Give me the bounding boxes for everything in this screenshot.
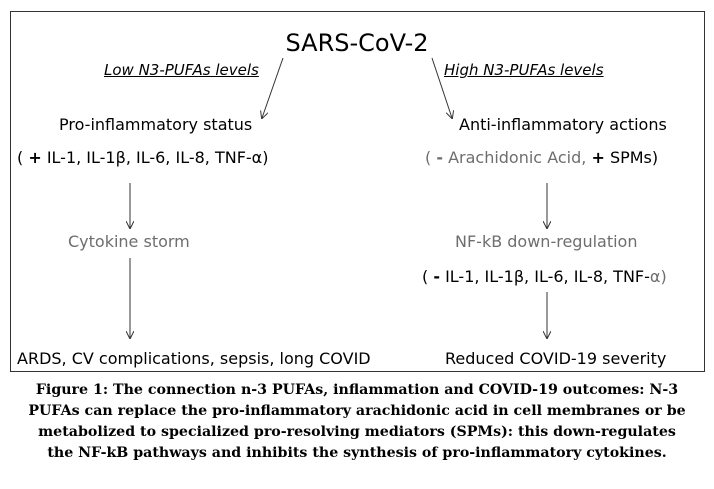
minus-sign: - [436, 148, 443, 167]
pro-inflammatory-status: Pro-inflammatory status [59, 115, 253, 134]
diagram-title: SARS-CoV-2 [285, 29, 429, 57]
cytokine-list: IL-1, IL-1β, IL-6, IL-8, TNF- [445, 267, 650, 286]
pro-inflammatory-cytokines: ( + IL-1, IL-1β, IL-6, IL-8, TNF-α) [17, 148, 269, 167]
caption-line-2: PUFAs can replace the pro-inflammatory a… [28, 403, 686, 419]
spms: SPMs [609, 148, 652, 167]
figure-caption: Figure 1: The connection n-3 PUFAs, infl… [0, 380, 714, 464]
caption-line-4: the NF-kB pathways and inhibits the synt… [47, 445, 667, 461]
minus-sign: - [433, 267, 440, 286]
caption-line-3: metabolized to specialized pro-resolving… [38, 424, 676, 440]
down-regulated-cytokines: ( - IL-1, IL-1β, IL-6, IL-8, TNF-α) [422, 267, 667, 286]
alpha-symbol: α [649, 267, 661, 286]
anti-inflammatory-actions: Anti-inflammatory actions [459, 115, 667, 134]
high-n3-pufas-label: High N3-PUFAs levels [444, 61, 604, 79]
arrow-title-to-right [431, 57, 452, 118]
cytokine-list: IL-1, IL-1β, IL-6, IL-8, TNF-α [46, 148, 263, 167]
plus-sign: + [591, 148, 605, 167]
anti-inflammatory-detail: ( - Arachidonic Acid, + SPMs) [425, 148, 659, 167]
arrow-title-to-left [262, 57, 284, 118]
caption-line-1: Figure 1: The connection n-3 PUFAs, infl… [35, 382, 679, 398]
plus-sign: + [28, 148, 42, 167]
right-outcome: Reduced COVID-19 severity [445, 349, 667, 368]
nf-kb-down-regulation: NF-kB down-regulation [455, 232, 638, 251]
diagram-frame [10, 11, 705, 372]
left-outcome: ARDS, CV complications, sepsis, long COV… [17, 349, 371, 368]
arachidonic-acid: Arachidonic Acid, [448, 148, 587, 167]
cytokine-storm: Cytokine storm [68, 232, 190, 251]
low-n3-pufas-label: Low N3-PUFAs levels [104, 61, 259, 79]
